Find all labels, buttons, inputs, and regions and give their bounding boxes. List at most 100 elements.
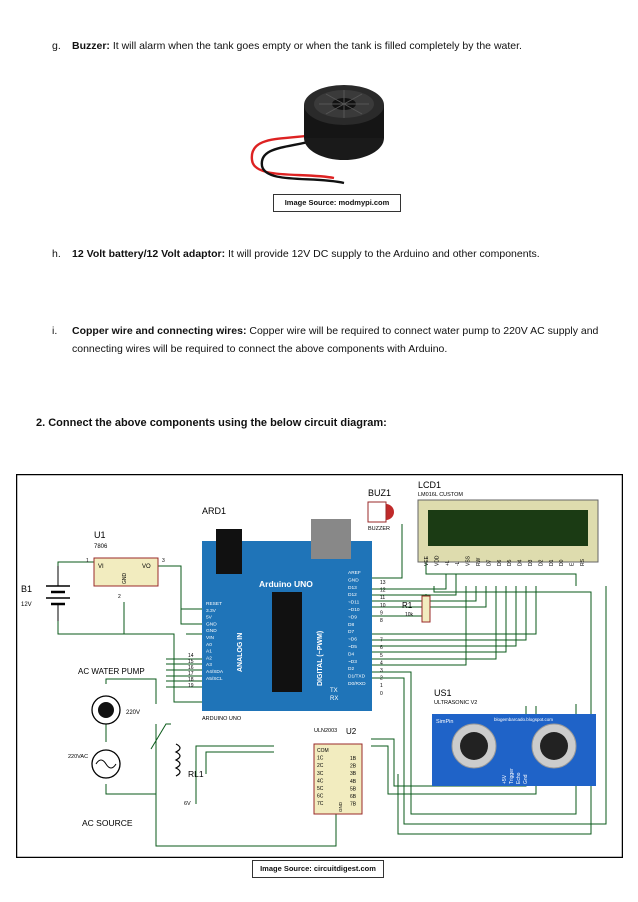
uln-part: ULN2003	[314, 728, 337, 734]
arduino-pin-number: 18	[188, 677, 194, 683]
arduino-pin-label: A5/SCL	[206, 676, 223, 682]
item-title: Copper wire and connecting wires:	[72, 325, 247, 337]
arduino-pin-number: 1	[380, 683, 383, 689]
pump-label: AC WATER PUMP	[78, 667, 145, 676]
arduino-sub: ARDUINO UNO	[202, 716, 242, 722]
arduino-pin-label: D7	[348, 629, 354, 635]
arduino-pin-number: 17	[188, 671, 194, 677]
battery-ref: B1	[21, 584, 32, 594]
arduino-pin-number: 13	[380, 580, 386, 586]
circuit-diagram: B1 12V U1 7806 VI VO GND 1 3 2 ARD1 Ardu…	[16, 474, 623, 858]
lcd-ref: LCD1	[418, 480, 441, 490]
image-source-caption-buzzer: Image Source: modmypi.com	[273, 194, 401, 212]
lcd-pin-label: VDD	[434, 555, 440, 566]
uln-ref: U2	[346, 727, 357, 736]
uln-pin-label: 3B	[350, 771, 357, 777]
uln-pin-label: 4B	[350, 779, 357, 785]
resistor-ref: R1	[402, 601, 413, 610]
lcd-pin-label: RS	[580, 558, 586, 566]
regulator-pin1: 1	[86, 558, 89, 564]
regulator-pin3: 3	[162, 558, 165, 564]
arduino-pin-number: 15	[188, 659, 194, 665]
arduino-pin-label: 5V	[206, 615, 213, 621]
arduino-pin-label: ~D9	[348, 614, 357, 620]
lcd-pin-label: D0	[559, 559, 565, 566]
uln-pin-label: 5C	[317, 786, 324, 792]
lcd-pin-label: E	[570, 562, 576, 566]
arduino-pin-label: ~D3	[348, 659, 357, 665]
lcd-pin-label: D2	[538, 559, 544, 566]
ac-source-volt: 220VAC	[68, 754, 88, 760]
arduino-pin-label: GND	[348, 577, 359, 583]
regulator-gnd: GND	[122, 573, 128, 585]
arduino-usb	[311, 519, 351, 559]
ultrasonic-pin-label: +5V	[502, 774, 508, 784]
arduino-pin-number: 14	[188, 653, 194, 659]
arduino-pin-label: A2	[206, 655, 212, 661]
arduino-pin-label: A4/SDA	[206, 669, 224, 675]
arduino-pin-number: 7	[380, 638, 383, 644]
item-text: It will provide 12V DC supply to the Ard…	[225, 248, 540, 260]
arduino-pin-label: D0/RXD	[348, 681, 366, 687]
arduino-pin-label: A0	[206, 642, 212, 648]
arduino-pin-label: VIN	[206, 635, 215, 641]
ultrasonic-site: blogembarcado.blogspot.com	[494, 717, 553, 722]
uln-pin-label: 1B	[350, 756, 357, 762]
lcd-pin-label: D5	[507, 559, 513, 566]
lcd-pin-label: D6	[497, 559, 503, 566]
uln-pin-label: 3C	[317, 771, 324, 777]
arduino-pin-label: ~D5	[348, 644, 357, 650]
regulator-ref: U1	[94, 530, 106, 540]
pump-volt: 220V	[126, 710, 140, 716]
buzzer-part: BUZZER	[368, 526, 390, 532]
arduino-pin-number: 2	[380, 676, 383, 682]
arduino-rx: RX	[330, 696, 338, 702]
arduino-pin-label: D2	[348, 666, 354, 672]
lcd-pin-label: D4	[518, 559, 524, 566]
regulator-u1	[93, 557, 159, 587]
lcd-screen	[428, 510, 588, 546]
regulator-vo: VO	[142, 564, 151, 570]
uln-pin-label: 6B	[350, 794, 357, 800]
lcd-part: LM016L CUSTOM	[418, 492, 463, 498]
arduino-right-pins: AREFGNDD13D12~D11~D10~D9D8D7~D6~D5D4~D3D…	[348, 570, 386, 697]
lcd-pin-label: -L	[455, 561, 461, 566]
arduino-analog-label: ANALOG IN	[237, 633, 244, 672]
arduino-pin-number: 3	[380, 668, 383, 674]
arduino-pin-number: 0	[380, 691, 383, 697]
arduino-pin-label: ~D11	[348, 600, 360, 606]
arduino-left-pins: RESET3.3V5VGNDGNDVINA0A1A2A3A4/SDAA5/SCL…	[188, 601, 224, 689]
lcd-pin-label: D1	[549, 559, 555, 566]
uln-pin-label: COM	[317, 748, 329, 754]
relay-volt: 6V	[184, 801, 191, 807]
lcd-pin-label: D7	[486, 559, 492, 566]
lcd-pin-label: +L	[445, 560, 451, 566]
resistor-value: 10k	[405, 612, 414, 618]
buzzer-photo	[250, 85, 384, 185]
arduino-chip	[272, 592, 302, 692]
item-title: Buzzer:	[72, 40, 110, 52]
ac-source-label: AC SOURCE	[82, 818, 133, 828]
arduino-pin-label: AREF	[348, 570, 361, 576]
arduino-pin-number: 12	[380, 588, 386, 594]
item-text: It will alarm when the tank goes empty o…	[109, 40, 522, 52]
regulator-pin2: 2	[118, 594, 121, 600]
uln-pin-label: 2C	[317, 763, 324, 769]
arduino-pin-label: A3	[206, 662, 212, 668]
arduino-tx: TX	[330, 688, 338, 694]
arduino-pin-number: 19	[188, 683, 194, 689]
arduino-pin-label: GND	[206, 628, 217, 634]
image-source-caption-circuit: Image Source: circuitdigest.com	[252, 860, 384, 878]
ultrasonic-pin-label: Gnd	[523, 774, 529, 784]
ultrasonic-pin-label: Echo	[516, 772, 522, 784]
uln-pin-label: 1C	[317, 756, 324, 762]
ultrasonic-ref: US1	[434, 688, 452, 698]
uln-pin-label: 7C	[317, 801, 324, 807]
uln-pin-label: 4C	[317, 778, 324, 784]
item-marker: i.	[52, 325, 58, 337]
lcd-pin-label: VSS	[466, 555, 472, 566]
relay-ref: RL1	[188, 769, 204, 779]
lcd-pin-label: VEE	[424, 555, 430, 566]
